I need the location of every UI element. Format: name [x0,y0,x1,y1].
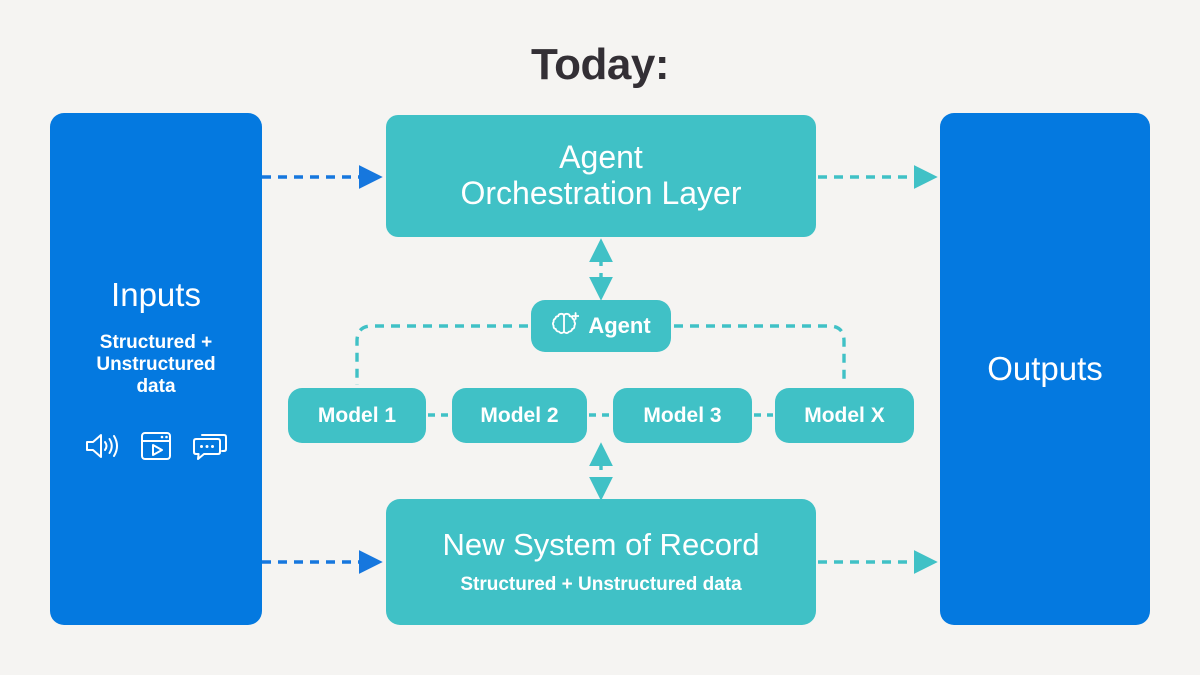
orchestration-title-line-1: Agent [559,139,643,176]
model-box-3[interactable]: Model 3 [613,388,752,443]
orchestration-title-line-2: Orchestration Layer [460,175,742,211]
agent-pill[interactable]: Agent [531,300,671,352]
chat-bubbles-icon [192,431,228,461]
model-box-3-label: Model 3 [643,403,722,427]
agent-pill-label: Agent [588,313,651,338]
model-box-2-label: Model 2 [480,403,559,427]
outputs-panel-title: Outputs [987,349,1103,387]
model-box-1[interactable]: Model 1 [288,388,426,443]
inputs-panel[interactable]: Inputs Structured + Unstructured data [50,113,262,625]
model-box-x-label: Model X [804,403,885,427]
outputs-panel[interactable]: Outputs [940,113,1150,625]
connector-agent-to-model-1 [355,324,528,385]
page-title: Today: [531,40,669,89]
inputs-panel-subtitle: Structured + Unstructured data [66,332,246,399]
record-box-subtitle: Structured + Unstructured data [460,574,742,596]
model-box-1-label: Model 1 [317,403,397,427]
connector-agent-to-model-x [674,324,846,385]
agent-orchestration-layer-box[interactable]: Agent Orchestration Layer [386,115,816,237]
brain-sparkle-icon [551,311,580,342]
model-box-2[interactable]: Model 2 [452,388,587,443]
inputs-subtitle-line-1: Structured + [99,331,213,353]
new-system-of-record-box[interactable]: New System of Record Structured + Unstru… [386,499,816,625]
record-box-title: New System of Record [442,526,760,562]
inputs-subtitle-line-2: Unstructured [96,353,216,375]
orchestration-box-title: Agent Orchestration Layer [460,139,742,212]
video-window-icon [140,431,172,461]
inputs-icon-row [84,431,228,461]
model-box-x[interactable]: Model X [775,388,914,443]
inputs-panel-title: Inputs [111,276,201,314]
inputs-subtitle-line-3: data [136,376,176,398]
speaker-audio-icon [84,431,120,461]
